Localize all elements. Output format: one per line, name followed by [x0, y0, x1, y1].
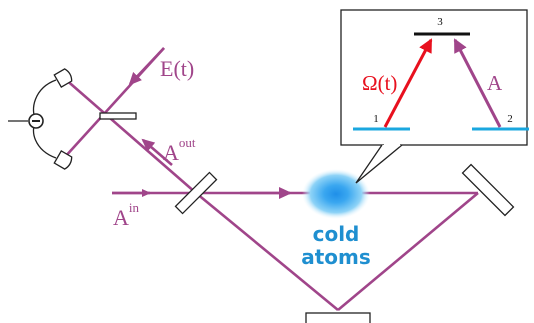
control-transition-arrow: [383, 38, 433, 128]
beam-right-to-bottom: [337, 192, 479, 311]
output-field-label: Aout: [163, 135, 196, 165]
output-field-base: A: [163, 140, 179, 165]
arrow-icon: [128, 47, 165, 86]
arrow-icon: [141, 138, 173, 166]
detector-icon: [8, 68, 73, 170]
mirror-icon: [305, 312, 371, 323]
output-field-sup: out: [179, 135, 196, 150]
beam-bottom-to-splitter: [195, 191, 339, 312]
atoms-label-line2: atoms: [301, 245, 371, 269]
input-field-label: Ain: [113, 200, 140, 230]
beam-splitter-icon: [174, 171, 218, 215]
level-3-label: 3: [437, 16, 443, 28]
input-field-base: A: [113, 205, 129, 230]
input-field-sup: in: [129, 200, 140, 215]
atom-cloud-icon: [302, 169, 370, 219]
omega-label: Ω(t): [362, 71, 397, 95]
inset-probe-label: A: [487, 71, 503, 95]
beam-output: [63, 77, 197, 194]
beam-arrows: [112, 47, 292, 199]
level-1-label: 1: [373, 113, 379, 125]
minus-circle-icon: [28, 113, 44, 129]
local-oscillator-label: E(t): [160, 56, 194, 81]
inset-box: [340, 9, 528, 184]
level-2-label: 2: [507, 113, 513, 125]
atoms-label-line1: cold: [313, 222, 360, 246]
mirror-icon: [461, 163, 515, 217]
probe-transition-arrow: [453, 38, 502, 128]
beam-splitter-icon: [99, 112, 137, 120]
